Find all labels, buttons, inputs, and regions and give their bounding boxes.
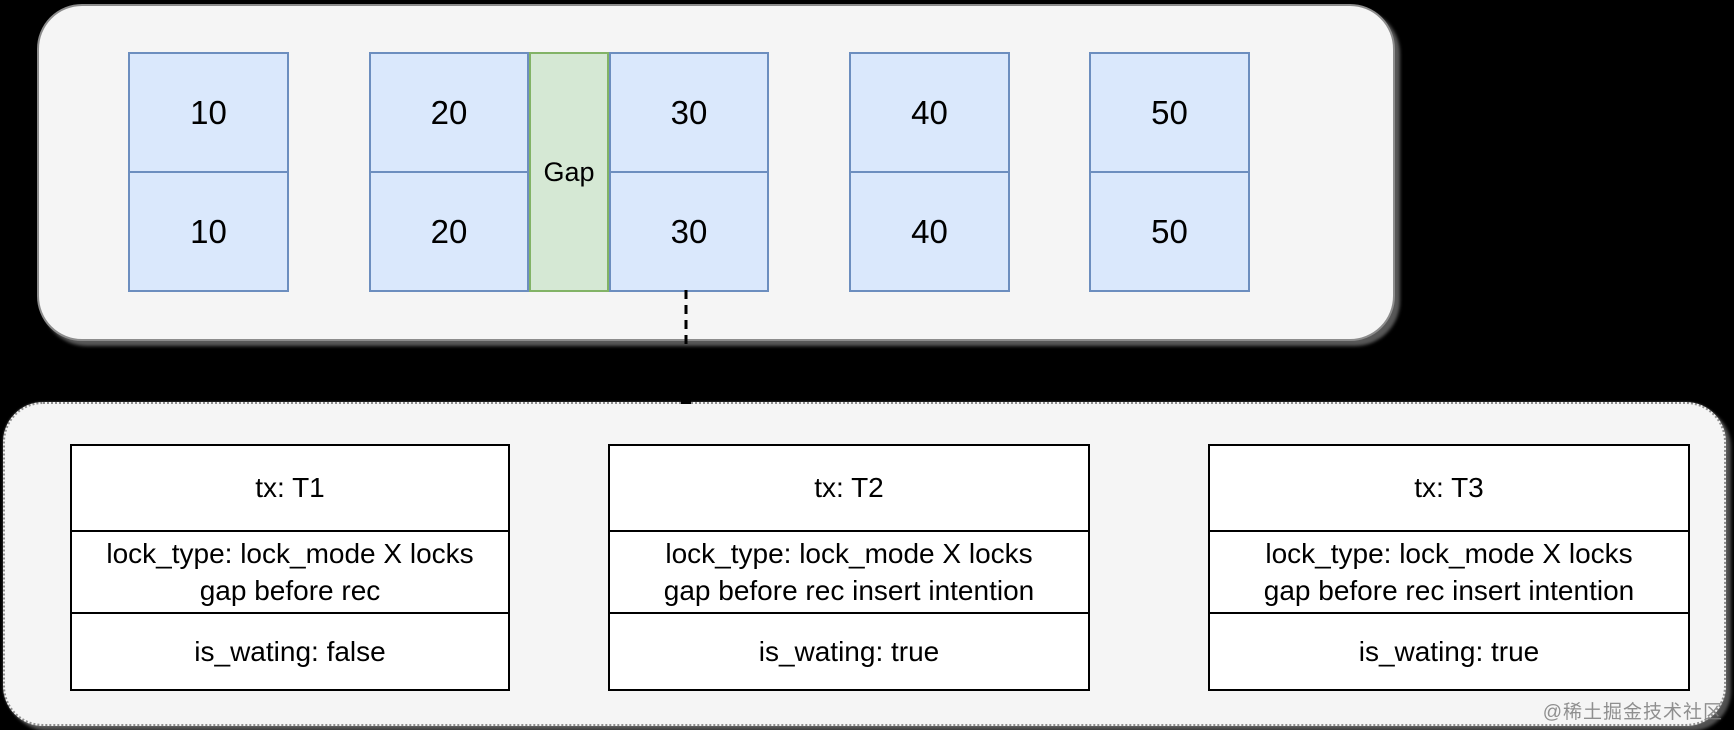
lock-info-panel: tx: T1 lock_type: lock_mode X locks gap … xyxy=(3,402,1726,726)
is-waiting-cell: is_wating: true xyxy=(1210,614,1688,689)
record-cell: 50 xyxy=(1091,54,1248,173)
watermark: @稀土掘金技术社区 xyxy=(1542,702,1723,723)
lock-type-line: lock_type: lock_mode X locks xyxy=(1265,538,1633,569)
gap-label: Gap xyxy=(543,156,595,187)
tx-label: tx: T1 xyxy=(255,472,325,503)
is-waiting-cell: is_wating: false xyxy=(72,614,508,689)
record-box-20: 20 20 xyxy=(369,52,529,292)
lock-type-line: gap before rec insert intention xyxy=(663,575,1035,606)
lock-type-cell: lock_type: lock_mode X locks gap before … xyxy=(1210,530,1688,614)
tx-label: tx: T2 xyxy=(814,472,884,503)
lock-type-cell: lock_type: lock_mode X locks gap before … xyxy=(610,530,1088,614)
gap-lock-connector-line xyxy=(681,290,691,404)
tx-label: tx: T3 xyxy=(1414,472,1484,503)
index-records-panel: 10 10 20 20 Gap 30 30 40 40 50 50 xyxy=(37,4,1395,341)
record-box-10: 10 10 xyxy=(128,52,289,292)
record-box-50: 50 50 xyxy=(1089,52,1250,292)
record-cell: 40 xyxy=(851,54,1008,173)
lock-type-cell: lock_type: lock_mode X locks gap before … xyxy=(72,530,508,614)
record-cell: 40 xyxy=(911,212,948,250)
gap-column: Gap xyxy=(529,52,609,292)
tx-header: tx: T2 xyxy=(610,446,1088,530)
record-cell: 30 xyxy=(611,54,767,173)
record-cell: 20 xyxy=(430,212,468,250)
record-box-30: 30 30 xyxy=(609,52,769,292)
lock-type-line: lock_type: lock_mode X locks xyxy=(665,538,1033,569)
is-waiting-label: is_wating: true xyxy=(758,635,940,667)
lock-type-line: gap before rec insert intention xyxy=(1263,575,1635,606)
is-waiting-label: is_wating: false xyxy=(194,635,386,667)
tx-table-t1: tx: T1 lock_type: lock_mode X locks gap … xyxy=(70,444,510,691)
is-waiting-label: is_wating: true xyxy=(1358,635,1540,667)
tx-table-t3: tx: T3 lock_type: lock_mode X locks gap … xyxy=(1208,444,1690,691)
record-cell: 20 xyxy=(371,54,527,173)
record-cell: 10 xyxy=(190,212,227,250)
is-waiting-cell: is_wating: true xyxy=(610,614,1088,689)
record-cell: 30 xyxy=(670,212,708,250)
tx-header: tx: T3 xyxy=(1210,446,1688,530)
lock-type-line: gap before rec xyxy=(199,575,381,606)
record-cell: 10 xyxy=(130,54,287,173)
tx-table-t2: tx: T2 lock_type: lock_mode X locks gap … xyxy=(608,444,1090,691)
record-box-40: 40 40 xyxy=(849,52,1010,292)
record-cell: 50 xyxy=(1151,212,1188,250)
lock-type-line: lock_type: lock_mode X locks xyxy=(106,538,474,569)
tx-header: tx: T1 xyxy=(72,446,508,530)
